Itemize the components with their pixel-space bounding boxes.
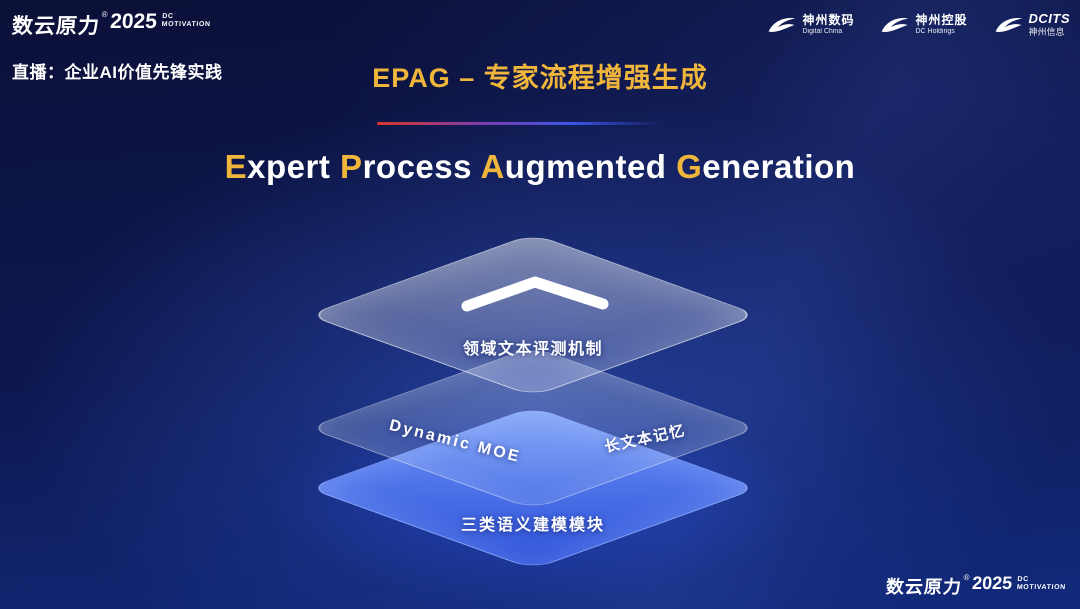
logo-en-label: DC Holdings bbox=[915, 27, 955, 35]
brand-name: 数云原力 bbox=[11, 15, 101, 38]
registered-mark: ® bbox=[963, 573, 970, 582]
chevron-up-icon bbox=[455, 272, 615, 317]
brand-name: 数云原力 bbox=[885, 577, 963, 597]
brand-sub-line2: MOTIVATION bbox=[1016, 584, 1067, 592]
logo-cn-label: DCITS bbox=[1028, 11, 1070, 26]
brand-year: 2025 bbox=[971, 573, 1014, 593]
logo-en-label: 神州信息 bbox=[1028, 26, 1065, 37]
brand-sub-line2: MOTIVATION bbox=[161, 21, 211, 29]
title-divider bbox=[377, 122, 662, 125]
registered-mark: ® bbox=[101, 10, 108, 19]
logo-cn-label: 神州数码 bbox=[802, 12, 855, 27]
layer-bottom-label: 三类语义建模模块 bbox=[460, 517, 606, 534]
main-heading: Expert Process Augmented Generation bbox=[224, 148, 856, 185]
brand-logo-top: 数云原力 ® 2025 DC MOTIVATION bbox=[11, 10, 212, 40]
logo-text: 神州控股 DC Holdings bbox=[915, 12, 968, 36]
logo-digital-china: 神州数码 Digital China bbox=[767, 12, 855, 36]
dc-holdings-swoosh-icon bbox=[880, 14, 910, 36]
partner-logos: 神州数码 Digital China 神州控股 DC Holdings DCIT… bbox=[767, 11, 1071, 37]
slide-title: EPAG – 专家流程增强生成 bbox=[372, 63, 708, 93]
layer-top-label: 领域文本评测机制 bbox=[462, 341, 604, 358]
logo-cn-label: 神州控股 bbox=[915, 12, 968, 27]
logo-dc-holdings: 神州控股 DC Holdings bbox=[880, 12, 968, 36]
live-title: 直播：企业AI价值先锋实践 bbox=[12, 63, 223, 82]
brand-sub-line1: DC bbox=[161, 13, 174, 20]
brand-subtitle: DC MOTIVATION bbox=[1017, 576, 1067, 593]
brand-logo-bottom: 数云原力 ® 2025 DC MOTIVATION bbox=[885, 573, 1067, 599]
brand-sub-line1: DC bbox=[1017, 576, 1030, 583]
logo-text: DCITS 神州信息 bbox=[1028, 11, 1071, 37]
dcits-swoosh-icon bbox=[994, 14, 1024, 36]
logo-text: 神州数码 Digital China bbox=[802, 12, 855, 36]
logo-dcits: DCITS 神州信息 bbox=[994, 11, 1071, 37]
digital-china-swoosh-icon bbox=[767, 14, 797, 36]
brand-subtitle: DC MOTIVATION bbox=[161, 13, 211, 30]
brand-year: 2025 bbox=[109, 10, 158, 33]
logo-en-label: Digital China bbox=[802, 27, 843, 35]
